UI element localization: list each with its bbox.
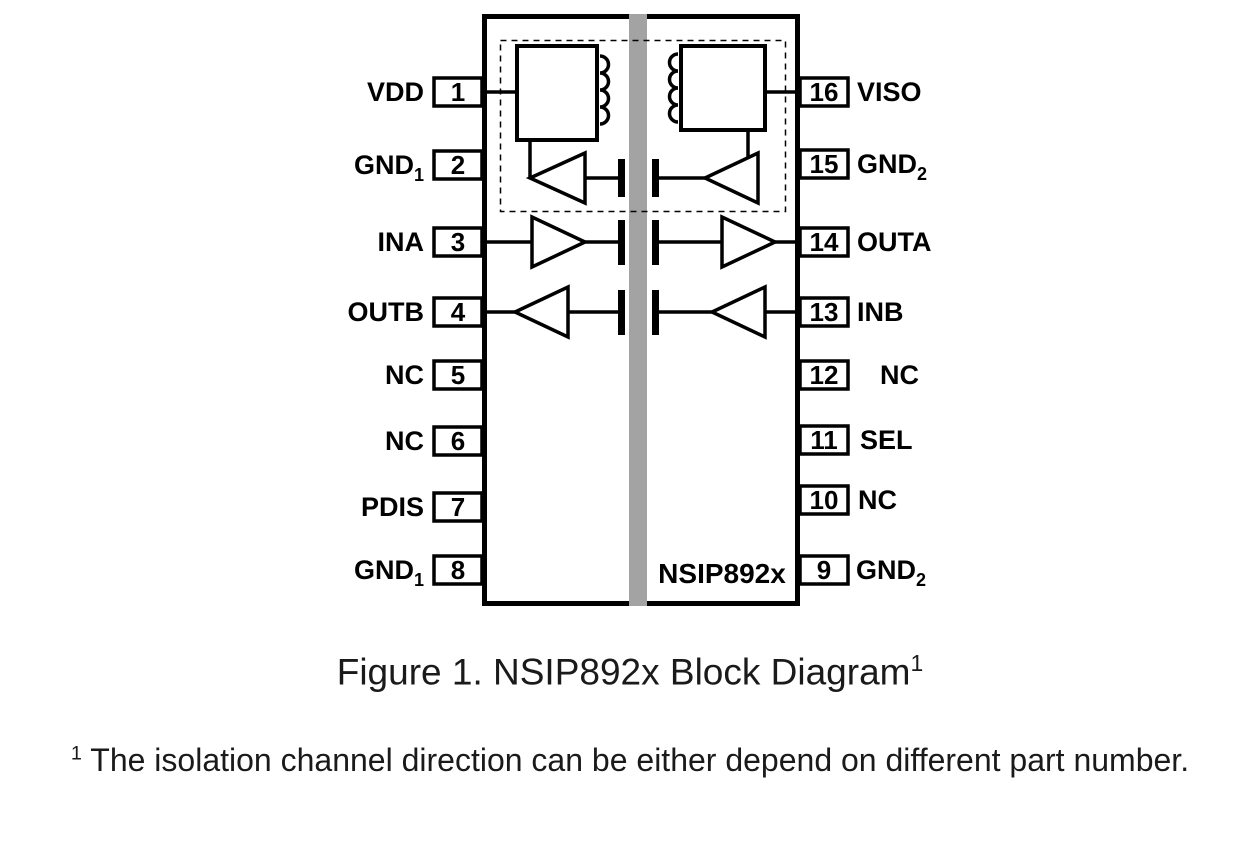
- pin-number-12: 12: [810, 360, 839, 390]
- channel-b-output-buffer: [510, 284, 570, 340]
- feedback-isolation-cap-right: [652, 159, 659, 197]
- pin-label-vdd: VDD: [367, 77, 424, 107]
- pin-number-9: 9: [817, 555, 831, 585]
- pin-left-2: 2 GND1: [354, 149, 484, 185]
- pin-label-nc-5: NC: [385, 360, 424, 390]
- pin-label-gnd1-top: GND1: [354, 150, 424, 185]
- pin-box-10: [798, 484, 850, 516]
- pin-number-1: 1: [451, 77, 465, 107]
- pin-box-12: [798, 359, 850, 391]
- channel-b-isolation-cap-right: [652, 290, 659, 335]
- channel-b-isolation-cap-left: [618, 290, 625, 335]
- pin-box-7: [432, 491, 484, 523]
- transformer-primary-block: [515, 44, 599, 142]
- pin-label-outa: OUTA: [857, 227, 932, 257]
- pin-label-nc-12: NC: [880, 360, 919, 390]
- pin-right-14: 14 OUTA: [798, 226, 932, 258]
- pin-label-gnd1-bottom: GND1: [354, 555, 424, 590]
- feedback-isolation-cap-left: [618, 159, 625, 197]
- pin-box-13: [798, 296, 850, 328]
- pin-number-16: 16: [810, 77, 839, 107]
- channel-a-input-buffer: [530, 214, 590, 270]
- feedback-buffer-left: [525, 150, 587, 206]
- transformer-secondary-coil: [667, 52, 679, 124]
- pin-label-sel: SEL: [860, 425, 913, 455]
- pin-right-11: 11 SEL: [798, 424, 913, 456]
- figure-caption-superscript: 1: [910, 650, 924, 676]
- pin-left-5: 5 NC: [385, 359, 484, 391]
- feedback-buffer-right: [700, 150, 760, 206]
- pin-box-11: [798, 424, 850, 456]
- pin-left-4: 4 OUTB: [348, 296, 484, 328]
- pin-box-6: [432, 425, 484, 457]
- footnote: 1 The isolation channel direction can be…: [40, 738, 1220, 783]
- pin-left-8: 8 GND1: [354, 554, 484, 590]
- footnote-marker: 1: [70, 742, 82, 765]
- pin-right-16: 16 VISO: [798, 76, 922, 108]
- pin-number-11: 11: [810, 425, 838, 455]
- pin-number-13: 13: [810, 297, 839, 327]
- pin-left-6: 6 NC: [385, 425, 484, 457]
- pin-box-16: [798, 76, 850, 108]
- channel-b-input-buffer: [707, 284, 767, 340]
- transformer-secondary-block: [679, 44, 767, 132]
- isolation-barrier: [629, 14, 647, 606]
- pin-right-13: 13 INB: [798, 296, 904, 328]
- pin-label-pdis: PDIS: [361, 492, 424, 522]
- pin-number-6: 6: [451, 426, 465, 456]
- chip-name-label: NSIP892x: [658, 558, 786, 589]
- channel-a-isolation-cap-right: [652, 220, 659, 265]
- channel-a-isolation-cap-left: [618, 220, 625, 265]
- pin-left-7: 7 PDIS: [361, 491, 484, 523]
- pin-number-4: 4: [451, 297, 466, 327]
- channel-a-output-buffer: [720, 214, 780, 270]
- footnote-text: The isolation channel direction can be e…: [90, 742, 1190, 778]
- pin-right-9: 9 GND2: [798, 554, 926, 590]
- pin-box-3: [432, 226, 484, 258]
- pin-label-viso: VISO: [857, 77, 922, 107]
- pin-label-nc-10: NC: [858, 485, 897, 515]
- pin-box-4: [432, 296, 484, 328]
- pin-right-12: 12 NC: [798, 359, 919, 391]
- pin-number-15: 15: [810, 149, 839, 179]
- pin-label-ina: INA: [378, 227, 425, 257]
- pin-right-10: 10 NC: [798, 484, 897, 516]
- pin-left-1: 1 VDD: [367, 76, 484, 108]
- pin-box-2: [432, 149, 484, 181]
- pin-box-1: [432, 76, 484, 108]
- pin-label-nc-6: NC: [385, 426, 424, 456]
- pin-number-10: 10: [810, 485, 839, 515]
- pin-number-8: 8: [451, 555, 465, 585]
- transformer-primary-coil: [599, 54, 611, 126]
- pin-label-outb: OUTB: [348, 297, 425, 327]
- pin-right-15: 15 GND2: [798, 148, 927, 184]
- pin-number-7: 7: [451, 492, 465, 522]
- pin-number-2: 2: [451, 150, 465, 180]
- pin-label-inb: INB: [857, 297, 904, 327]
- power-isolation-dashed-box: [499, 39, 787, 213]
- pin-label-gnd2-bottom: GND2: [856, 555, 926, 590]
- pin-number-3: 3: [451, 227, 465, 257]
- pin-box-9: [798, 554, 850, 586]
- pin-number-5: 5: [451, 360, 465, 390]
- figure-caption: Figure 1. NSIP892x Block Diagram1: [0, 650, 1260, 693]
- pin-box-15: [798, 148, 850, 180]
- pin-box-8: [432, 554, 484, 586]
- pin-box-14: [798, 226, 850, 258]
- figure-caption-text: Figure 1. NSIP892x Block Diagram: [336, 651, 911, 693]
- pin-number-14: 14: [810, 227, 839, 257]
- block-diagram: NSIP892x 1 VDD 2 GND1 3 INA 4 OUTB 5 NC …: [348, 14, 932, 606]
- pin-label-gnd2-top: GND2: [857, 149, 927, 184]
- pin-box-5: [432, 359, 484, 391]
- pin-left-3: 3 INA: [378, 226, 484, 258]
